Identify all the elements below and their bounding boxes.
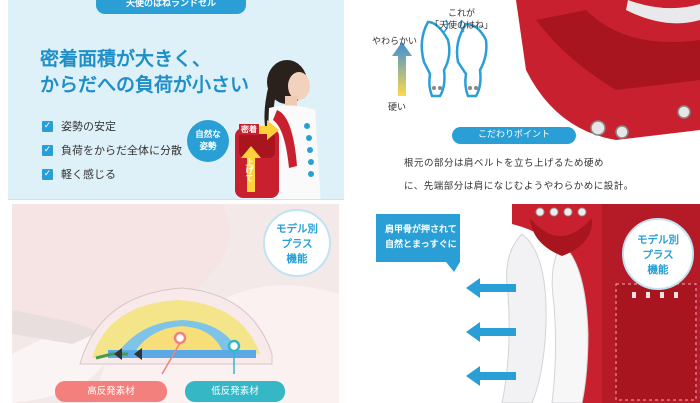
badge-line-1: モデル別	[637, 234, 679, 246]
badge-line-3: 機能	[647, 264, 669, 276]
headline: 密着面積が大きく、 からだへの負荷が小さい	[40, 46, 249, 98]
wing-description-line-2: に、先端部分は肩になじむようやわらかめに設計。	[404, 181, 634, 192]
wing-description: 根元の部分は肩ベルトを立ち上げるため硬め に、先端部分は肩になじむようやわらかめ…	[404, 152, 634, 198]
benefit-item: ✓ 軽く感じる	[42, 162, 182, 186]
benefit-item: ✓ 姿勢の安定	[42, 114, 182, 138]
hard-label: 硬い	[388, 103, 407, 113]
low-rebound-material-tag: 低反発素材	[185, 381, 285, 402]
headline-line-1: 密着面積が大きく、	[40, 48, 212, 70]
bubble-line-2: 姿勢	[199, 142, 217, 152]
benefit-label: 負荷をからだ全体に分散	[61, 144, 182, 157]
label-close-fit: 密着	[239, 124, 259, 135]
panel-cushion-materials: モデル別 プラス 機能 高反発素材 低反発素材	[12, 204, 339, 403]
wing-parts-illustration	[392, 0, 700, 140]
soft-label: やわらかい	[372, 37, 418, 47]
model-plus-feature-badge: モデル別 プラス 機能	[263, 209, 331, 277]
model-plus-feature-badge: モデル別 プラス 機能	[622, 218, 694, 290]
wing-description-line-1: 根元の部分は肩ベルトを立ち上げるため硬め	[404, 158, 605, 169]
bubble-line-1: 自然な	[195, 130, 221, 140]
key-point-pill: こだわりポイント	[452, 127, 576, 144]
shoulder-blade-callout: 肩甲骨が押されて 自然とまっすぐに	[376, 214, 460, 262]
check-icon: ✓	[42, 120, 53, 132]
badge-line-1: モデル別	[276, 223, 318, 235]
check-icon: ✓	[42, 168, 53, 180]
headline-line-2: からだへの負荷が小さい	[40, 74, 250, 96]
benefit-list: ✓ 姿勢の安定 ✓ 負荷をからだ全体に分散 ✓ 軽く感じる	[42, 114, 182, 186]
panel-angel-wing-intro: 天使のはねランドセル 密着面積が大きく、 からだへの負荷が小さい ✓ 姿勢の安定…	[8, 0, 344, 200]
panel-title-tab: 天使のはねランドセル	[96, 0, 246, 14]
high-rebound-material-tag: 高反発素材	[55, 381, 167, 402]
cushion-cross-section-illustration	[12, 204, 339, 403]
wing-callout-line-1: これが	[448, 9, 476, 19]
wing-callout-line-2: 「天使のはね」	[430, 21, 494, 31]
callout-line-2: 自然とまっすぐに	[385, 240, 457, 250]
callout-line-1: 肩甲骨が押されて	[385, 225, 457, 235]
natural-posture-bubble: 自然な 姿勢	[187, 120, 229, 162]
badge-line-2: プラス	[281, 238, 313, 250]
check-icon: ✓	[42, 144, 53, 156]
badge-line-3: 機能	[286, 253, 308, 265]
girl-wearing-randoseru-illustration	[235, 60, 321, 199]
benefit-label: 姿勢の安定	[61, 120, 116, 133]
wing-callout: これが 「天使のはね」	[430, 8, 493, 32]
benefit-item: ✓ 負荷をからだ全体に分散	[42, 138, 182, 162]
panel-wing-detail: これが 「天使のはね」 やわらかい 硬い こだわりポイント 根元の部分は肩ベルト…	[366, 0, 700, 200]
badge-line-2: プラス	[642, 249, 674, 261]
benefit-label: 軽く感じる	[61, 168, 116, 181]
panel-shoulder-blade-support: 肩甲骨が押されて 自然とまっすぐに モデル別 プラス 機能	[362, 204, 700, 403]
label-lift-up: 上げて	[245, 158, 254, 182]
